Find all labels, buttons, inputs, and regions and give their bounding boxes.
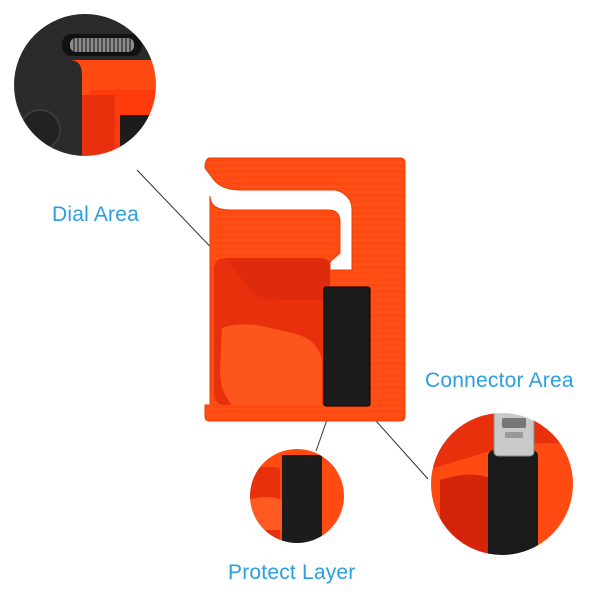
dial-zoom [12, 12, 158, 158]
charger-holder [204, 157, 406, 422]
connector-zoom [429, 411, 575, 557]
connector-leader-line [367, 411, 429, 480]
protect-zoom [248, 447, 346, 545]
holder-sleeve [220, 324, 322, 405]
connector-area-label: Connector Area [425, 369, 574, 392]
protect-pad [324, 287, 370, 406]
holder-inner-shadow [226, 258, 330, 300]
dial-area-label: Dial Area [52, 203, 140, 226]
protect-layer-label: Protect Layer [228, 561, 356, 584]
